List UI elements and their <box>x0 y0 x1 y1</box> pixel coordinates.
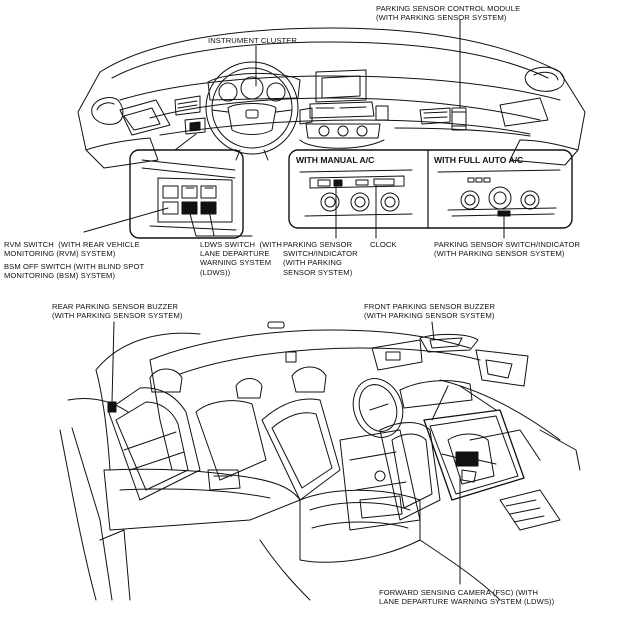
leader-rear-parking-sensor-buzzer <box>111 321 115 403</box>
label-with-full-auto-ac: WITH FULL AUTO A/C <box>434 155 524 165</box>
label-rear-parking-sensor-buzzer: REAR PARKING SENSOR BUZZER (WITH PARKING… <box>52 302 183 321</box>
label-instrument-cluster: INSTRUMENT CLUSTER <box>208 36 297 45</box>
switch-panel-inset <box>129 133 244 239</box>
label-parking-sensor-control-module: PARKING SENSOR CONTROL MODULE (WITH PARK… <box>376 4 521 23</box>
label-forward-sensing-camera: FORWARD SENSING CAMERA (FSC) (WITH LANE … <box>379 588 555 607</box>
leader-ldws-switch <box>188 209 253 237</box>
cabin-illustration <box>59 321 581 601</box>
leader-rvm-switch <box>83 207 169 233</box>
label-clock: CLOCK <box>370 240 397 249</box>
label-front-parking-sensor-buzzer: FRONT PARKING SENSOR BUZZER (WITH PARKIN… <box>364 302 496 321</box>
label-with-manual-ac: WITH MANUAL A/C <box>296 155 375 165</box>
label-parking-sensor-switch-manual: PARKING SENSOR SWITCH/INDICATOR (WITH PA… <box>283 240 358 277</box>
label-bsm-off-switch: BSM OFF SWITCH (WITH BLIND SPOT MONITORI… <box>4 262 145 281</box>
dashboard-illustration <box>77 27 586 169</box>
label-ldws-switch: LDWS SWITCH (WITH LANE DEPARTURE WARNING… <box>200 240 282 277</box>
label-rvm-switch: RVM SWITCH (WITH REAR VEHICLE MONITORING… <box>4 240 140 259</box>
leader-front-parking-sensor-buzzer <box>431 321 435 341</box>
ac-panel-inset <box>288 149 573 229</box>
label-parking-sensor-switch-auto: PARKING SENSOR SWITCH/INDICATOR (WITH PA… <box>434 240 581 259</box>
